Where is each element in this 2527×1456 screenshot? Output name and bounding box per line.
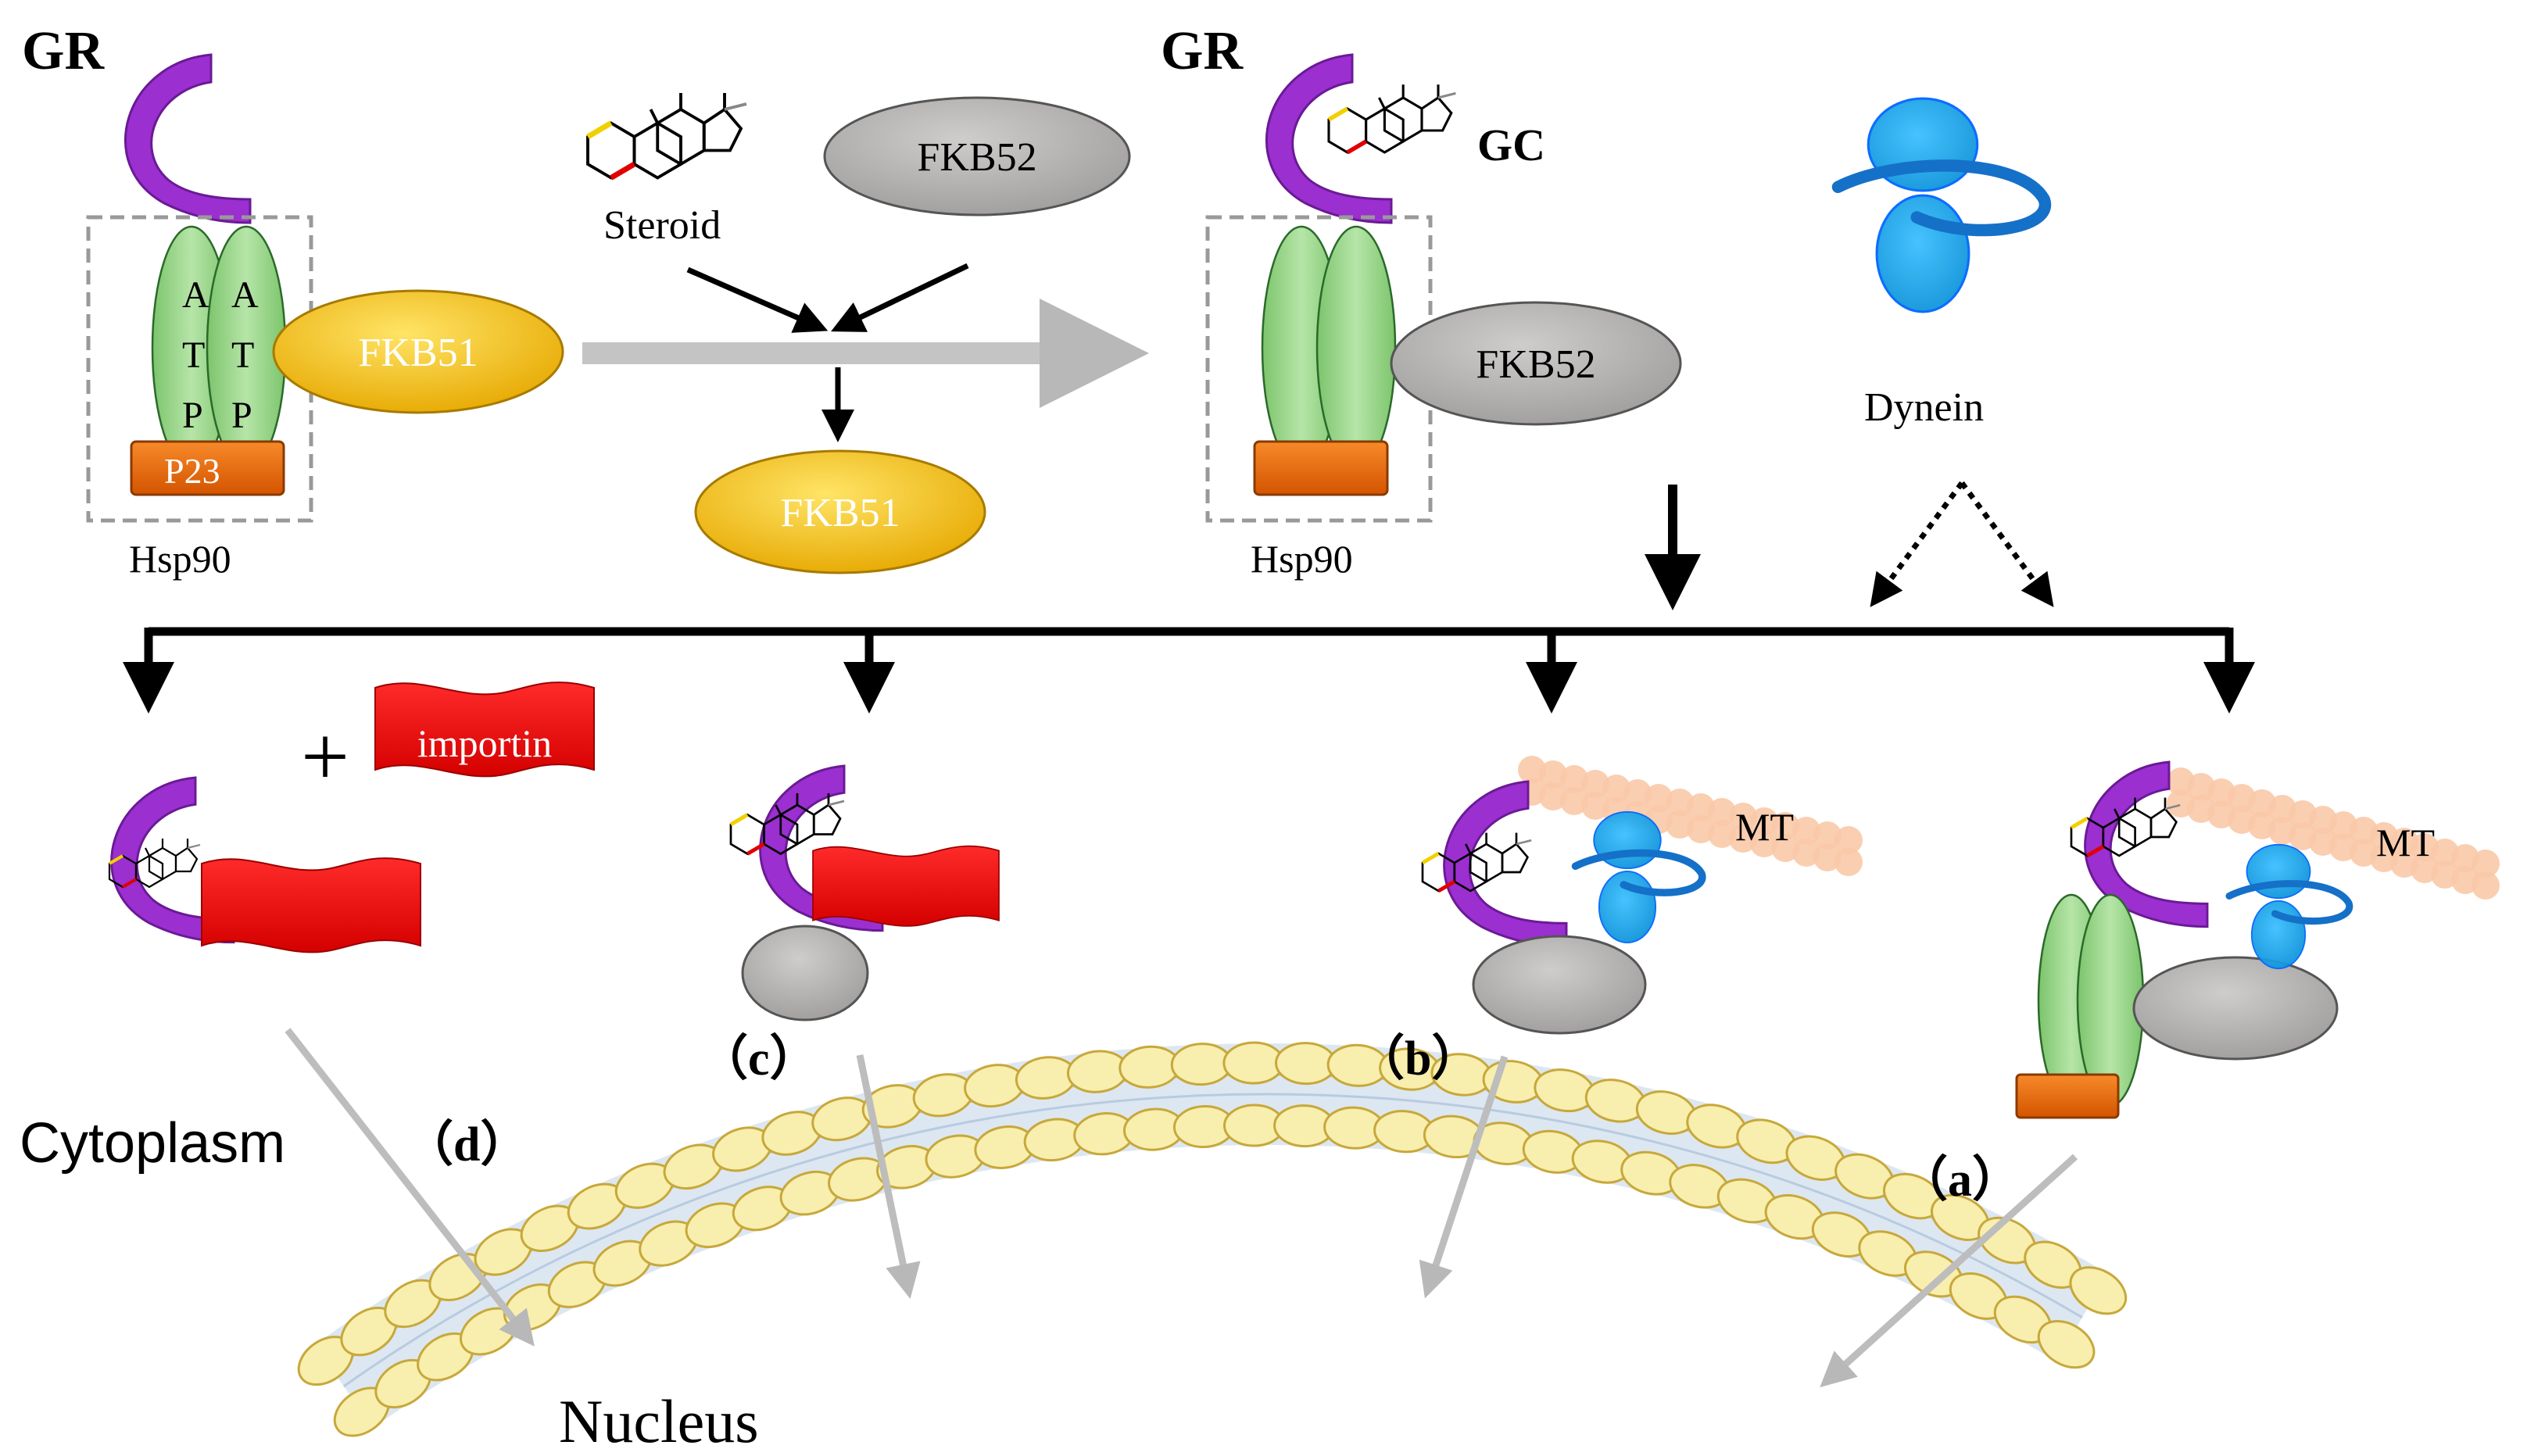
hsp90-subunit-right-2 (1315, 225, 1397, 470)
fkb52-complex (1390, 301, 1682, 426)
gc-label: GC (1477, 120, 1545, 170)
arrow-path-b (1419, 1055, 1509, 1299)
mt-label-a: MT (2376, 821, 2435, 864)
nucleus-label: Nucleus (559, 1387, 759, 1455)
gr-receptor-left (123, 53, 252, 224)
importin-label: importin (417, 721, 552, 765)
path-label-c: （c） (700, 1031, 818, 1086)
atp-p-2: P (231, 395, 252, 436)
p23-box (130, 440, 285, 496)
steroid-structure-top (588, 93, 746, 178)
fkb51-released-label: FKB51 (780, 491, 900, 535)
complex-b (1423, 780, 1702, 1035)
atp-a-2: A (231, 274, 259, 316)
atp-t-2: T (231, 334, 254, 376)
atp-t-1: T (182, 334, 205, 376)
complex-d (108, 776, 421, 953)
gr-label-left: GR (22, 21, 105, 81)
path-label-b: （b） (1356, 1031, 1480, 1086)
hsp90-label-left: Hsp90 (129, 537, 231, 581)
cytoplasm-label: Cytoplasm (20, 1112, 285, 1175)
p23-box-right (1253, 440, 1389, 496)
path-label-a: （a） (1899, 1152, 2021, 1207)
fkb51-complex-label: FKB51 (358, 331, 478, 375)
fkb51-released (694, 449, 986, 574)
steroid-label: Steroid (603, 203, 721, 248)
fkb52-arrow (831, 263, 969, 332)
arrow-path-a (1820, 1154, 2078, 1388)
steroid-arrow (686, 267, 829, 333)
fkb52-top-label: FKB52 (917, 135, 1036, 180)
dynein-arrow-right (1960, 481, 2054, 607)
dynein-arrow-left (1870, 481, 1964, 607)
hsp90-label-right: Hsp90 (1251, 537, 1353, 581)
atp-a-1: A (182, 274, 209, 316)
atp-p-1: P (182, 395, 203, 436)
complex-a (2015, 760, 2350, 1119)
mt-b (1518, 756, 1863, 876)
nuclear-membrane (297, 1041, 2128, 1437)
mt-a (2167, 767, 2500, 900)
path-label-d: （d） (405, 1117, 528, 1172)
fkb52-top (823, 96, 1131, 216)
arrow-path-c (856, 1054, 921, 1300)
dynein-label: Dynein (1864, 385, 1984, 430)
arrow-path-d (285, 1028, 535, 1347)
mt-label-b: MT (1735, 805, 1794, 849)
gr-label-right: GR (1161, 21, 1244, 81)
p23-label: P23 (164, 451, 220, 491)
plus-sign: + (301, 709, 349, 804)
fkb51-complex (272, 289, 564, 414)
complex-c (731, 764, 1000, 1021)
fkb52-complex-label: FKB52 (1476, 342, 1595, 387)
dynein-icon (1838, 98, 2046, 312)
gc-steroid-right (1329, 84, 1455, 152)
